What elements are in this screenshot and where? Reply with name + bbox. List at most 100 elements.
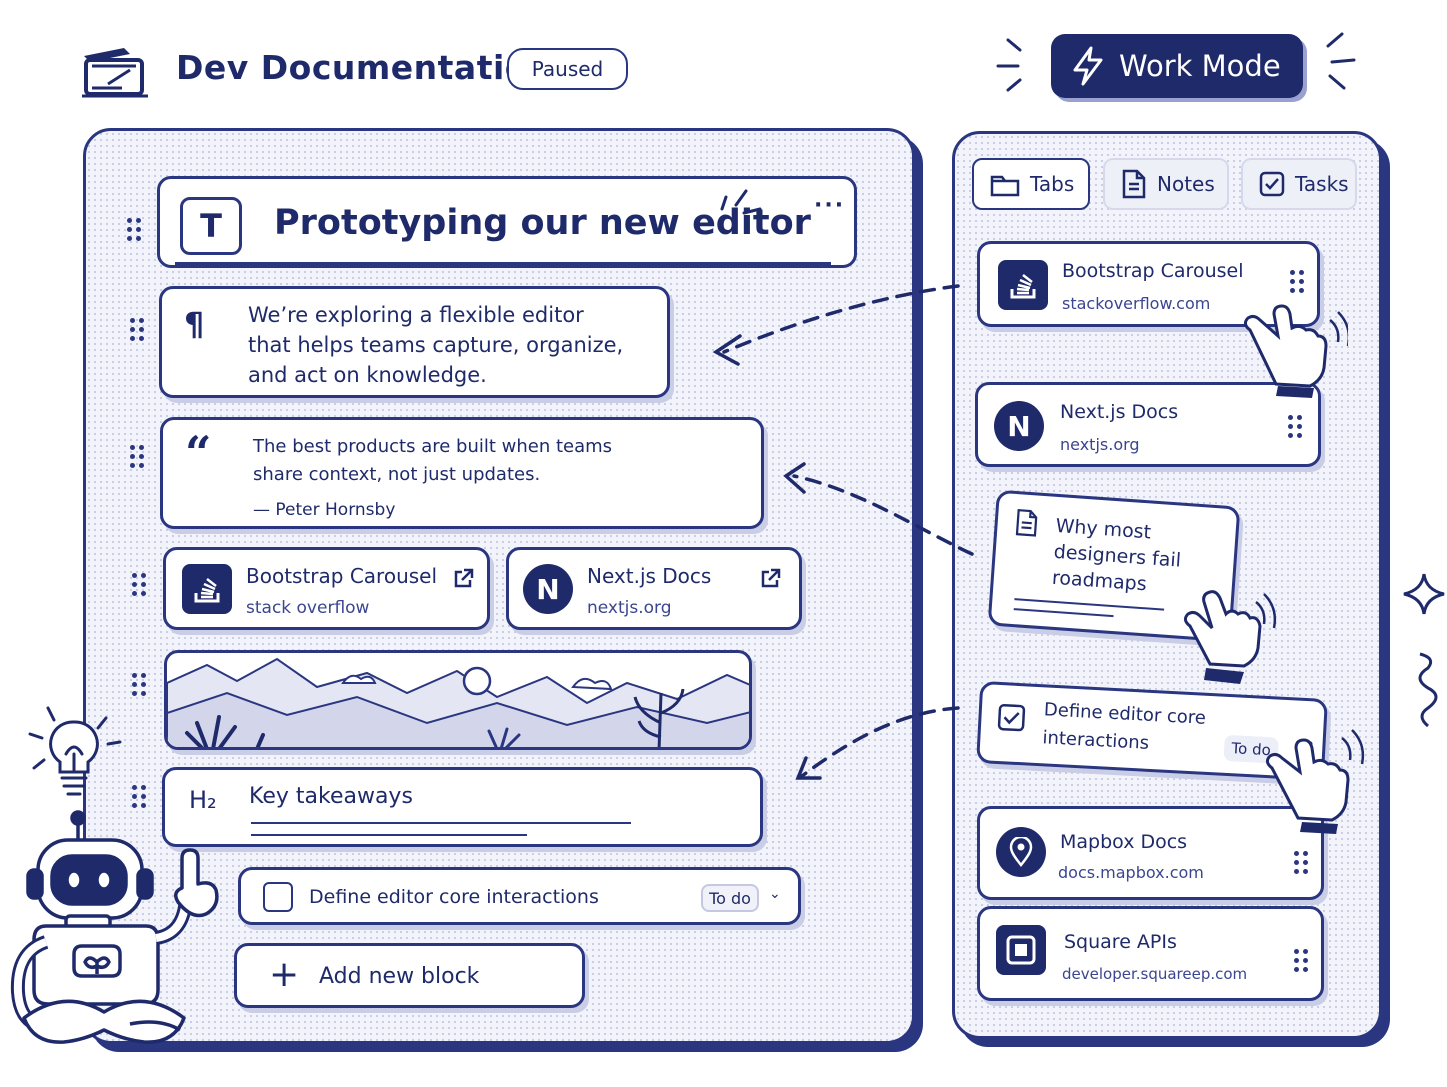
drag-handle-icon[interactable] [132, 673, 146, 697]
tab-tabs[interactable]: Tabs [972, 158, 1090, 210]
drag-handle-icon[interactable] [127, 218, 141, 242]
text-type-icon: T [180, 197, 242, 255]
link-title: Bootstrap Carousel [246, 564, 438, 588]
app-logo-icon [78, 44, 152, 98]
item-subtitle: docs.mapbox.com [1058, 863, 1204, 882]
lightbulb-icon [28, 706, 122, 796]
link-subtitle: stack overflow [246, 598, 370, 618]
page-title: Dev Documentation [176, 48, 552, 87]
squiggle-decoration-icon [1418, 652, 1438, 728]
external-link-icon[interactable] [759, 568, 781, 590]
link-subtitle: nextjs.org [587, 598, 672, 618]
folder-icon [990, 175, 1020, 197]
hand-cursor-icon [1265, 729, 1365, 834]
task-label: Define editor core interactions [309, 886, 599, 908]
quote-line-1: The best products are built when teams [253, 436, 613, 457]
task-block[interactable]: Define editor core interactions To do ⌄ [238, 867, 801, 925]
image-block[interactable] [164, 650, 752, 750]
sidebar-item-nextjs[interactable]: N Next.js Docs nextjs.org [975, 382, 1321, 467]
drag-handle-icon[interactable] [1288, 415, 1302, 439]
tab-notes[interactable]: Notes [1103, 158, 1229, 210]
heading-placeholder-line [251, 834, 527, 836]
sparkle-star-icon [1403, 573, 1445, 615]
drag-handle-icon[interactable] [1294, 851, 1308, 875]
item-title: Mapbox Docs [1060, 831, 1188, 853]
tab-label: Notes [1157, 172, 1215, 196]
item-title: Square APIs [1064, 931, 1177, 953]
document-icon [1015, 509, 1038, 537]
hand-cursor-icon [1183, 590, 1277, 684]
sidebar-item-mapbox[interactable]: Mapbox Docs docs.mapbox.com [977, 806, 1324, 900]
task-checkbox[interactable] [263, 882, 293, 912]
drag-handle-icon[interactable] [132, 785, 146, 809]
robot-mascot-icon [10, 810, 219, 1044]
quote-line-2: share context, not just updates. [253, 464, 541, 485]
quote-icon: “ [185, 426, 212, 480]
link-title: Next.js Docs [587, 564, 712, 588]
sidebar-item-square[interactable]: Square APIs developer.squareep.com [977, 906, 1324, 1001]
paragraph-line-2: that helps teams capture, organize, [248, 333, 624, 357]
note-line-2: designers fail [1053, 540, 1182, 572]
lightning-icon [1073, 46, 1103, 86]
paragraph-block[interactable]: ¶ We’re exploring a flexible editor that… [159, 286, 670, 398]
item-subtitle: stackoverflow.com [1062, 294, 1211, 313]
stackoverflow-logo-icon [182, 564, 232, 614]
note-line-3: roadmaps [1051, 566, 1148, 596]
work-mode-sparkles-left [994, 36, 1034, 96]
task-line-1: Define editor core [1043, 699, 1207, 729]
sidebar-item-bootstrap[interactable]: Bootstrap Carousel stackoverflow.com [977, 241, 1320, 327]
link-card-nextjs[interactable]: N Next.js Docs nextjs.org [506, 547, 802, 630]
add-new-block-button[interactable]: + Add new block [234, 943, 585, 1008]
document-icon [1122, 169, 1146, 199]
mapbox-logo-icon [996, 827, 1046, 877]
more-options-icon[interactable]: ··· [814, 193, 846, 218]
task-status-badge[interactable]: To do [701, 884, 759, 912]
title-block[interactable]: T Prototyping our new editor ··· [157, 176, 857, 268]
tab-label: Tabs [1030, 172, 1075, 196]
drag-handle-icon[interactable] [132, 573, 146, 597]
nextjs-logo-icon: N [994, 401, 1044, 451]
paragraph-line-1: We’re exploring a flexible editor [248, 303, 584, 327]
drag-handle-icon[interactable] [130, 318, 144, 342]
tab-label: Tasks [1295, 172, 1349, 196]
heading-text[interactable]: Key takeaways [249, 784, 413, 809]
quote-block[interactable]: “ The best products are built when teams… [160, 417, 764, 529]
work-mode-sparkles-right [1316, 30, 1360, 94]
add-block-label: Add new block [319, 964, 480, 989]
paragraph-icon: ¶ [184, 305, 205, 343]
drag-handle-icon[interactable] [1290, 270, 1304, 294]
note-line-1: Why most [1054, 514, 1152, 544]
sidebar-note-card[interactable]: Why most designers fail roadmaps [987, 489, 1241, 643]
note-placeholder-line [1014, 598, 1165, 611]
heading-block[interactable]: H₂ Key takeaways [162, 767, 763, 847]
work-mode-label: Work Mode [1119, 49, 1281, 83]
task-line-2: interactions [1041, 727, 1150, 754]
drag-handle-icon[interactable] [130, 445, 144, 469]
hand-cursor-icon [1243, 304, 1348, 398]
item-title: Next.js Docs [1060, 401, 1179, 423]
sidebar-task-card[interactable]: Define editor core interactions To do [976, 680, 1328, 782]
checkbox-icon [1259, 171, 1285, 197]
heading-placeholder-line [251, 822, 631, 824]
external-link-icon[interactable] [452, 568, 474, 590]
item-title: Bootstrap Carousel [1062, 260, 1244, 282]
mountain-landscape-image [167, 657, 749, 747]
sparkle-accent-icon [720, 189, 762, 215]
plus-icon: + [269, 954, 300, 995]
work-mode-button[interactable]: Work Mode [1051, 34, 1303, 98]
note-placeholder-line [1013, 608, 1114, 618]
heading-marker-icon: H₂ [189, 786, 217, 814]
checkbox-icon[interactable] [997, 703, 1026, 732]
link-card-bootstrap[interactable]: Bootstrap Carousel stack overflow [163, 547, 490, 630]
title-underline [175, 262, 831, 265]
item-subtitle: nextjs.org [1060, 435, 1140, 454]
tab-tasks[interactable]: Tasks [1241, 158, 1357, 210]
status-badge[interactable]: Paused [507, 48, 628, 90]
drag-handle-icon[interactable] [1294, 949, 1308, 973]
chevron-down-icon[interactable]: ⌄ [769, 886, 781, 902]
square-logo-icon [996, 925, 1046, 975]
quote-author: — Peter Hornsby [253, 500, 396, 520]
stackoverflow-logo-icon [998, 260, 1048, 310]
paragraph-line-3: and act on knowledge. [248, 363, 487, 387]
nextjs-logo-icon: N [523, 564, 573, 614]
